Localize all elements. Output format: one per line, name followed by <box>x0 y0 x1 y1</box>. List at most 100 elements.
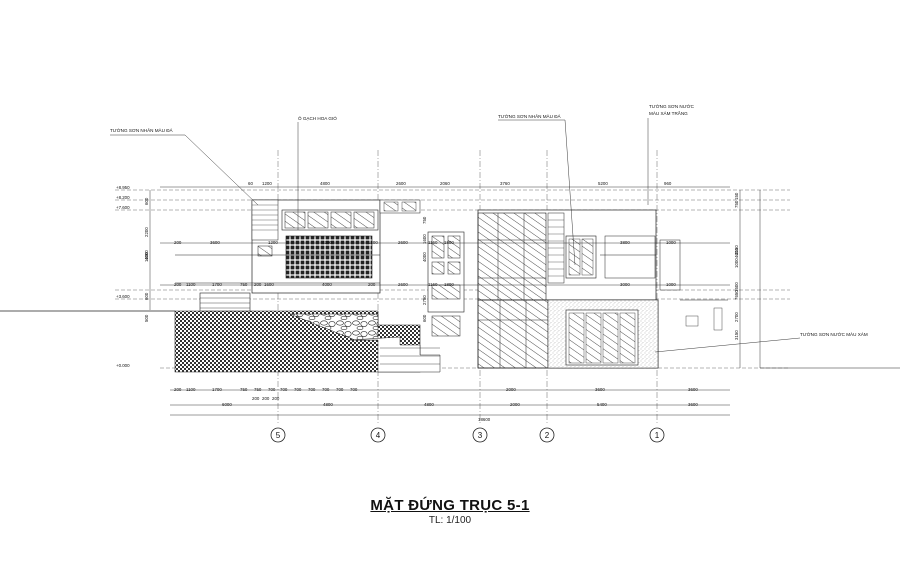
axis-bubble-4 <box>370 427 386 443</box>
building-left-block <box>174 199 441 373</box>
dim-upper-6: 2600 <box>398 240 408 245</box>
dim-upper-2: 3600 <box>210 240 220 245</box>
drawing-title: MẶT ĐỨNG TRỤC 5-1 <box>370 497 530 514</box>
dim-top-1: 60 <box>248 181 253 186</box>
dim-upper-9: 3800 <box>620 240 630 245</box>
dim-b1-4: 750 <box>240 387 248 392</box>
dim-wh-3: 4000 <box>422 252 427 262</box>
dim-wh-5: 600 <box>422 314 427 322</box>
dim-top-2: 1200 <box>262 181 272 186</box>
dim-b2-1: 6000 <box>222 402 232 407</box>
axis-label-4: 4 <box>376 431 381 440</box>
dim-b2-4: 2000 <box>510 402 520 407</box>
dim-lower-7: 4000 <box>322 282 332 287</box>
dim-upper-3: 1200 <box>268 240 278 245</box>
dim-b1b-2: 200 <box>262 396 270 401</box>
level-mark-2: +3.600 <box>116 294 130 299</box>
dim-b1b-3: 200 <box>272 396 280 401</box>
dim-upper-7: 1160 <box>428 240 438 245</box>
dim-top-3: 4800 <box>320 181 330 186</box>
dim-rv-5: 1500 <box>734 282 739 292</box>
dim-lv-5: 600 <box>144 292 149 300</box>
level-mark-5: +8.950 <box>116 185 130 190</box>
dim-upper-4: 4300 <box>322 240 332 245</box>
dim-total: 18600 <box>478 417 491 422</box>
dim-b1-3: 1700 <box>212 387 222 392</box>
level-mark-3: +7.600 <box>116 205 130 210</box>
axis-bubble-1 <box>649 427 665 443</box>
dim-lower-6: 1600 <box>264 282 274 287</box>
dim-b1-10: 700 <box>322 387 330 392</box>
glass-curtain-upper <box>477 212 547 301</box>
dim-b1-12: 700 <box>350 387 358 392</box>
dim-top-6: 3760 <box>500 181 510 186</box>
dim-rv-8: 4000 <box>734 248 739 258</box>
dim-lower-1: 200 <box>174 282 182 287</box>
dim-top-5: 2060 <box>440 181 450 186</box>
glass-curtain-lower <box>477 299 549 369</box>
dim-b1-11: 700 <box>336 387 344 392</box>
dim-lower-3: 1700 <box>212 282 222 287</box>
dim-rv-7: 3150 <box>734 330 739 340</box>
callout-right-wall-2: MÀU XÁM TRẮNG <box>649 109 688 116</box>
dim-lower-13: 1000 <box>666 282 676 287</box>
dim-rv-2: 750 <box>734 200 739 208</box>
axis-label-2: 2 <box>545 431 550 440</box>
dim-b1b-1: 200 <box>252 396 260 401</box>
drawing-scale: TL: 1/100 <box>428 515 472 526</box>
dim-rv-1: 150 <box>734 192 739 200</box>
dim-lv-6: 500 <box>144 314 149 322</box>
dim-b1-7: 700 <box>280 387 288 392</box>
stairs <box>349 336 441 373</box>
dim-b1-13: 2000 <box>506 387 516 392</box>
dim-wh-2: 1600 <box>422 234 427 244</box>
dim-top-8: 960 <box>664 181 672 186</box>
dim-lower-4: 750 <box>240 282 248 287</box>
parapet-left <box>199 292 251 312</box>
axis-label-3: 3 <box>478 431 483 440</box>
dim-lower-11: 1800 <box>444 282 454 287</box>
dim-wh-4: 2750 <box>422 295 427 305</box>
dim-lv-3: 1600 <box>144 252 149 262</box>
dim-rv-6: 2700 <box>734 312 739 322</box>
dim-top-7: 5200 <box>598 181 608 186</box>
dim-lower-5: 200 <box>254 282 262 287</box>
callout-right-wall-1: TƯỜNG SƠN NƯỚC <box>649 103 695 109</box>
dim-b1-1: 200 <box>174 387 182 392</box>
dim-lv-4: 4000 <box>144 250 149 260</box>
dim-b1-9: 700 <box>308 387 316 392</box>
callout-mid-wall: TƯỜNG SƠN NHÂN MÀU ĐÁ <box>498 113 562 119</box>
dim-lower-10: 1160 <box>428 282 438 287</box>
level-marks: +0.000+3.600+7.600+8.200+8.950 <box>116 185 130 368</box>
dim-lower-8: 200 <box>368 282 376 287</box>
dim-b1-8: 700 <box>294 387 302 392</box>
building-right-block <box>477 209 728 369</box>
dim-lower-12: 3000 <box>620 282 630 287</box>
dim-b2-5: 5400 <box>597 402 607 407</box>
dim-upper-1: 200 <box>174 240 182 245</box>
callout-vent-block: Ô GẠCH HOA GIÓ <box>298 115 337 121</box>
dimension-lines <box>149 186 761 416</box>
axis-label-1: 1 <box>655 431 660 440</box>
dim-lv-1: 600 <box>144 197 149 205</box>
callout-base-wall: TƯỜNG SƠN NƯỚC MÀU XÁM <box>800 331 868 337</box>
dim-upper-10: 1000 <box>666 240 676 245</box>
middle-tower <box>427 231 465 337</box>
dim-b1-14: 3600 <box>595 387 605 392</box>
dim-rv-4: 1000 <box>734 258 739 268</box>
dim-b1-2: 1100 <box>186 387 196 392</box>
dim-b1-5: 750 <box>254 387 262 392</box>
callout-leaders <box>110 118 801 353</box>
dim-b2-2: 4800 <box>323 402 333 407</box>
